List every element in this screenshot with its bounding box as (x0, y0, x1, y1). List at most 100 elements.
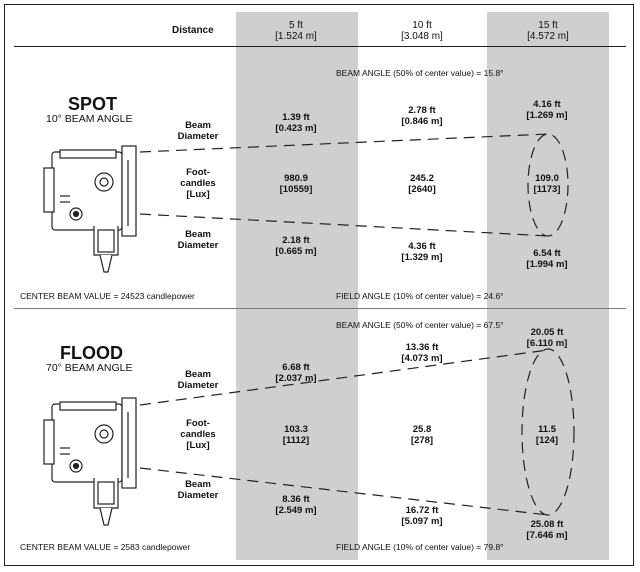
flood-light-fixture-icon (43, 397, 137, 526)
flood-beam-top-label-line2: Diameter (177, 380, 219, 391)
value-m: [0.665 m] (275, 246, 317, 257)
spot-beam-top-10ft: 2.78 ft [0.846 m] (377, 105, 467, 127)
spot-footcandles-label: Foot- candles [Lux] (168, 167, 228, 200)
flood-subtitle: 70° BEAM ANGLE (46, 362, 133, 374)
value-ft: 16.72 ft (405, 505, 439, 516)
spot-center-beam-note: CENTER BEAM VALUE = 24523 candlepower (20, 291, 195, 301)
flood-beam-top-5ft: 6.68 ft [2.037 m] (251, 362, 341, 384)
spot-beam-bot-label-line1: Beam (185, 229, 211, 240)
header-col-5ft: 5 ft [1.524 m] (256, 20, 336, 42)
flood-center-beam-note: CENTER BEAM VALUE = 2583 candlepower (20, 542, 191, 552)
value-ft: 8.36 ft (282, 494, 310, 505)
spot-fc-label-line1: Foot- (186, 167, 210, 178)
value-m: [2.549 m] (275, 505, 317, 516)
value-fc: 245.2 (410, 173, 434, 184)
flood-beam-top-line (139, 349, 549, 406)
spot-beam-top-label-line2: Diameter (177, 131, 219, 142)
spot-field-angle-note: FIELD ANGLE (10% of center value) = 24.6… (336, 291, 504, 301)
value-ft: 13.36 ft (405, 342, 439, 353)
flood-beam-bottom-line (139, 467, 549, 516)
value-lux: [1173] (533, 184, 561, 195)
flood-beam-bot-label-line2: Diameter (177, 490, 219, 501)
flood-beam-ellipse (521, 348, 575, 516)
spot-beam-bot-10ft: 4.36 ft [1.329 m] (377, 241, 467, 263)
value-fc: 25.8 (412, 424, 432, 435)
value-fc: 103.3 (284, 424, 308, 435)
flood-beam-bot-label-line1: Beam (185, 479, 211, 490)
value-m: [4.073 m] (401, 353, 443, 364)
value-ft: 2.78 ft (408, 105, 436, 116)
column-band-15ft (487, 12, 609, 560)
value-m: [5.097 m] (401, 516, 443, 527)
flood-fc-label-line1: Foot- (186, 418, 210, 429)
spot-beam-top-line (139, 133, 549, 153)
spot-beam-bot-label-line2: Diameter (177, 240, 219, 251)
header-rule (14, 46, 626, 47)
spot-beam-bot-5ft: 2.18 ft [0.665 m] (251, 235, 341, 257)
flood-beam-bot-label: Beam Diameter (168, 479, 228, 501)
value-ft: 1.39 ft (282, 112, 310, 123)
value-m: [1.329 m] (401, 252, 443, 263)
spot-beam-bot-15ft: 6.54 ft [1.994 m] (502, 248, 592, 270)
spot-title: SPOT (68, 94, 118, 114)
value-lux: [1112] (282, 435, 310, 446)
value-m: [0.423 m] (275, 123, 317, 134)
value-ft: 25.08 ft (530, 519, 564, 530)
spot-fc-15ft: 109.0 [1173] (502, 173, 592, 195)
flood-fc-10ft: 25.8 [278] (377, 424, 467, 446)
value-fc: 109.0 (535, 173, 559, 184)
header-col-15ft: 15 ft [4.572 m] (508, 20, 588, 42)
flood-title: FLOOD (60, 343, 123, 363)
flood-field-angle-note: FIELD ANGLE (10% of center value) = 79.8… (336, 542, 504, 552)
column-band-5ft (236, 12, 358, 560)
spot-beam-top-label: Beam Diameter (168, 120, 228, 142)
header-5ft-m: [1.524 m] (275, 31, 317, 42)
value-fc: 11.5 (538, 424, 556, 435)
value-m: [1.269 m] (526, 110, 568, 121)
value-m: [1.994 m] (526, 259, 568, 270)
flood-beam-top-label: Beam Diameter (168, 369, 228, 391)
value-fc: 980.9 (284, 173, 308, 184)
value-lux: [124] (535, 435, 559, 446)
value-m: [0.846 m] (401, 116, 443, 127)
distance-header: Distance (172, 25, 214, 36)
value-m: [6.110 m] (526, 338, 568, 349)
value-ft: 4.36 ft (408, 241, 436, 252)
spot-beam-top-15ft: 4.16 ft [1.269 m] (502, 99, 592, 121)
spot-fc-5ft: 980.9 [10559] (251, 173, 341, 195)
value-lux: [2640] (408, 184, 436, 195)
value-lux: [10559] (279, 184, 313, 195)
flood-beam-bot-15ft: 25.08 ft [7.646 m] (502, 519, 592, 541)
spot-beam-top-label-line1: Beam (185, 120, 211, 131)
flood-beam-top-15ft: 20.05 ft [6.110 m] (502, 327, 592, 349)
header-15ft-ft: 15 ft (538, 20, 558, 31)
flood-beam-bot-10ft: 16.72 ft [5.097 m] (377, 505, 467, 527)
spot-light-fixture-icon (43, 145, 137, 273)
value-lux: [278] (410, 435, 434, 446)
value-ft: 20.05 ft (530, 327, 564, 338)
spot-fc-label-line3: [Lux] (186, 189, 210, 200)
section-divider (14, 308, 626, 309)
flood-fc-15ft: 11.5 [124] (502, 424, 592, 446)
flood-fc-5ft: 103.3 [1112] (251, 424, 341, 446)
header-col-10ft: 10 ft [3.048 m] (382, 20, 462, 42)
flood-beam-top-label-line1: Beam (185, 369, 211, 380)
spot-fc-10ft: 245.2 [2640] (377, 173, 467, 195)
value-m: [2.037 m] (275, 373, 317, 384)
diagram-frame (4, 4, 634, 566)
value-ft: 6.68 ft (282, 362, 310, 373)
header-5ft-ft: 5 ft (289, 20, 303, 31)
spot-beam-top-5ft: 1.39 ft [0.423 m] (251, 112, 341, 134)
header-15ft-m: [4.572 m] (527, 31, 569, 42)
value-ft: 2.18 ft (282, 235, 310, 246)
spot-beam-bot-label: Beam Diameter (168, 229, 228, 251)
spot-beam-angle-note: BEAM ANGLE (50% of center value) = 15.8° (336, 68, 504, 78)
value-ft: 6.54 ft (533, 248, 561, 259)
spot-subtitle: 10° BEAM ANGLE (46, 113, 133, 125)
flood-fc-label-line3: [Lux] (186, 440, 210, 451)
flood-footcandles-label: Foot- candles [Lux] (168, 418, 228, 451)
value-m: [7.646 m] (526, 530, 568, 541)
flood-beam-bot-5ft: 8.36 ft [2.549 m] (251, 494, 341, 516)
header-10ft-ft: 10 ft (412, 20, 432, 31)
